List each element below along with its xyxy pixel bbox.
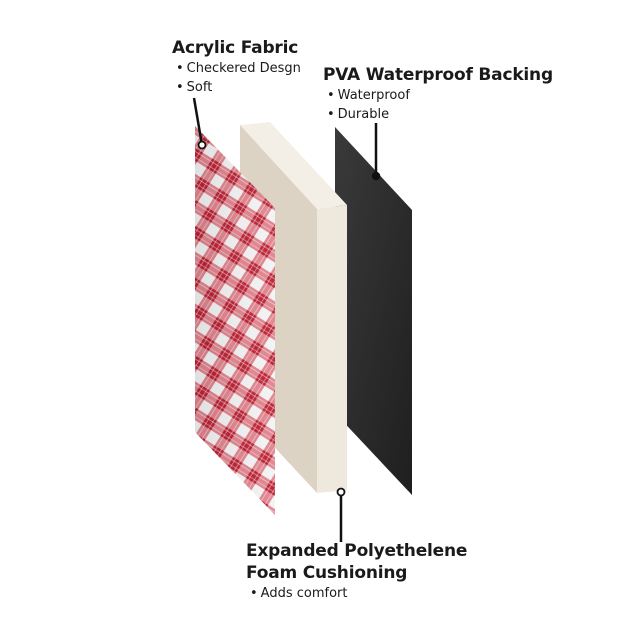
foam-title-line1: Expanded Polyethelene [246,540,467,562]
foam-cushioning-label: Expanded Polyethelene Foam Cushioning Ad… [246,540,467,603]
foam-leader [338,489,345,543]
foam-bullet-comfort: Adds comfort [246,584,467,603]
acrylic-bullet-soft: Soft [172,78,301,97]
acrylic-fabric-title: Acrylic Fabric [172,37,301,59]
foam-title-line2: Foam Cushioning [246,562,467,584]
pva-bullet-waterproof: Waterproof [323,86,553,105]
acrylic-fabric-label: Acrylic Fabric Checkered Desgn Soft [172,37,301,97]
pva-backing-title: PVA Waterproof Backing [323,64,553,86]
acrylic-bullet-checkered: Checkered Desgn [172,59,301,78]
pva-bullet-durable: Durable [323,105,553,124]
pva-backing-label: PVA Waterproof Backing Waterproof Durabl… [323,64,553,124]
foam-front-face [317,205,347,493]
